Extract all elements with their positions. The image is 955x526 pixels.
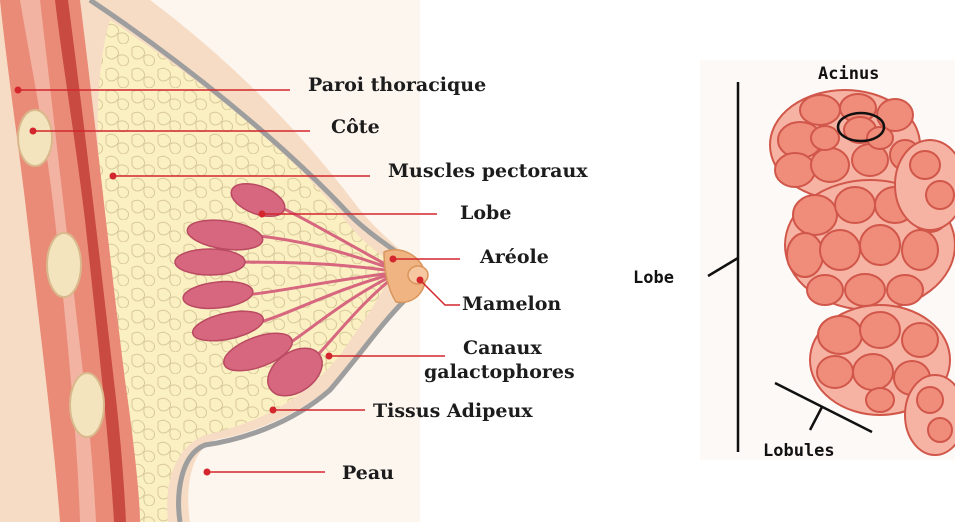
rib-3 [70,373,104,437]
label-paroi-thoracique: Paroi thoracique [308,74,486,96]
label-mamelon: Mamelon [462,293,561,315]
label-cote: Côte [331,116,380,138]
label-acinus: Acinus [818,64,879,84]
label-peau: Peau [342,462,394,484]
rib-2 [47,233,81,297]
label-lobules: Lobules [763,441,835,461]
leader-mamelon [420,280,460,305]
rib-1 [18,110,52,166]
label-lobe-right: Lobe [633,268,674,288]
label-muscles-pectoraux: Muscles pectoraux [388,160,588,182]
label-lobe: Lobe [460,202,511,224]
label-canaux: Canaux [463,337,542,359]
label-tissus-adipeux: Tissus Adipeux [373,400,533,422]
label-galactophores: galactophores [424,361,575,383]
lobule-illustration [700,60,955,460]
label-areole: Aréole [480,246,549,268]
